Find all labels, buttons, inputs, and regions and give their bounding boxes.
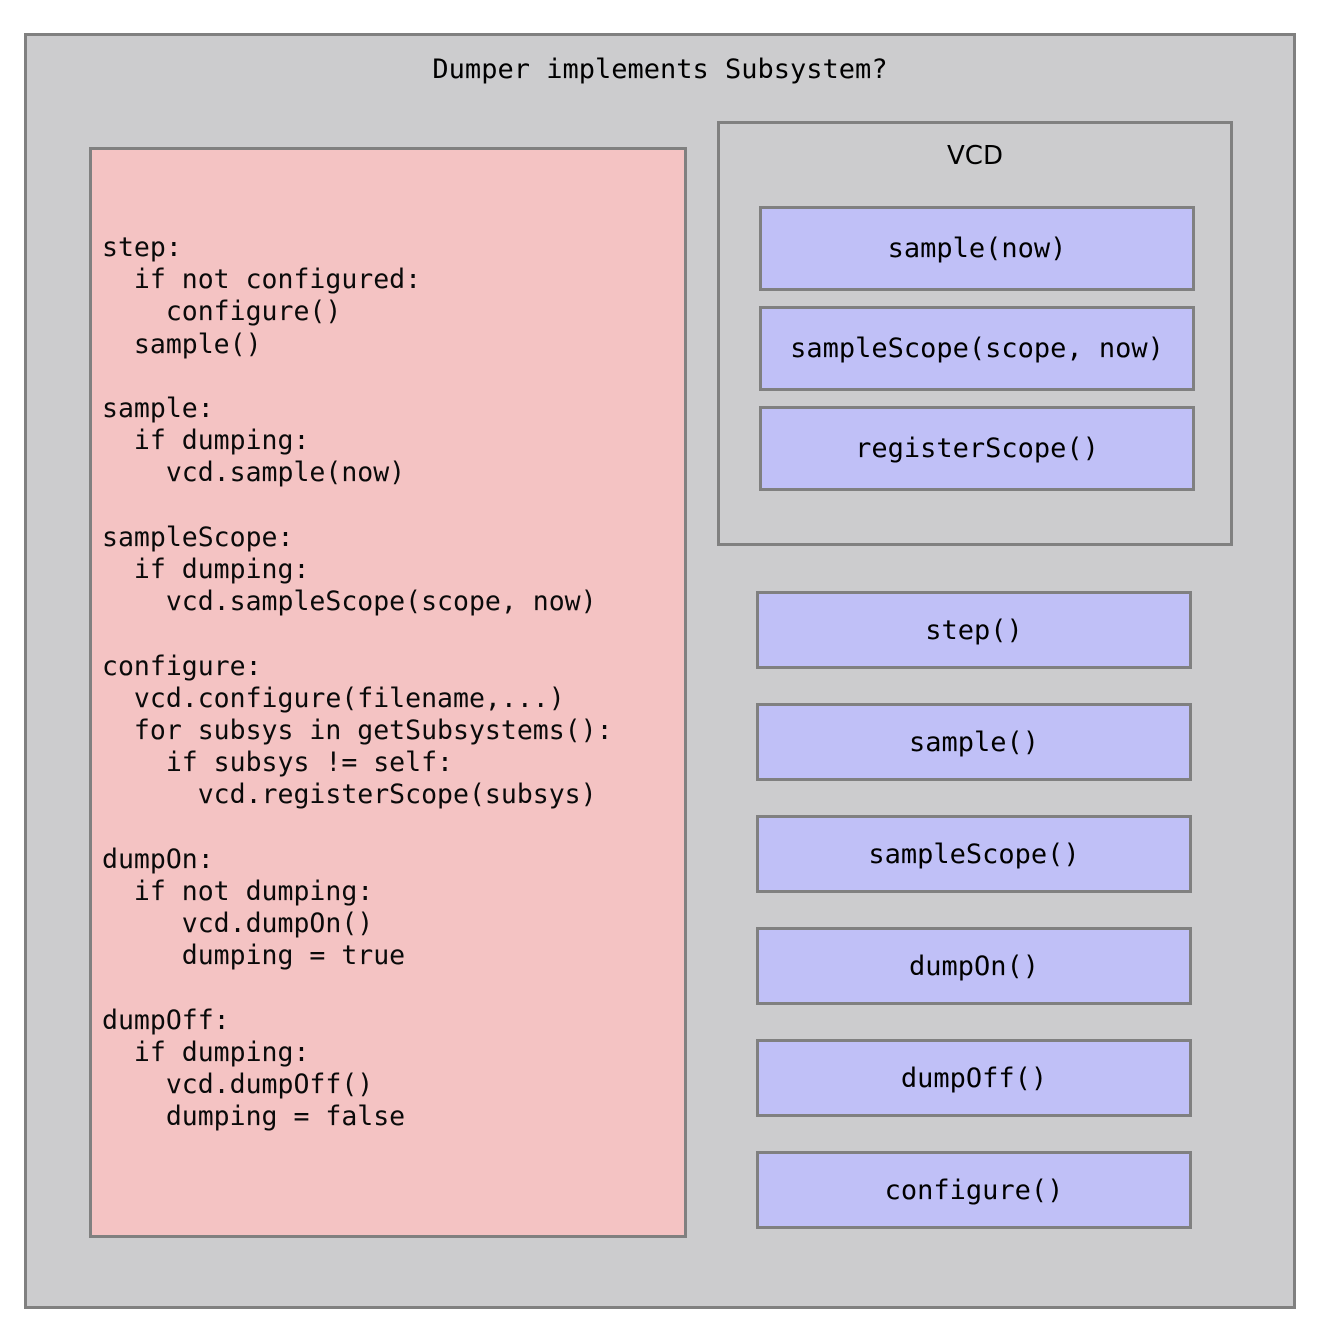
vcd-method-list: sample(now) sampleScope(scope, now) regi… xyxy=(759,206,1195,491)
dumper-method-dump-on[interactable]: dumpOn() xyxy=(756,927,1192,1005)
vcd-group-label: VCD xyxy=(947,141,1003,171)
dumper-method-sample[interactable]: sample() xyxy=(756,703,1192,781)
diagram-title: Dumper implements Subsystem? xyxy=(432,54,888,85)
dumper-method-list: step() sample() sampleScope() dumpOn() d… xyxy=(756,591,1192,1229)
vcd-method-sample[interactable]: sample(now) xyxy=(759,206,1195,291)
vcd-method-sample-scope[interactable]: sampleScope(scope, now) xyxy=(759,306,1195,391)
dumper-method-step[interactable]: step() xyxy=(756,591,1192,669)
vcd-method-register-scope[interactable]: registerScope() xyxy=(759,406,1195,491)
dumper-method-sample-scope[interactable]: sampleScope() xyxy=(756,815,1192,893)
dumper-method-configure[interactable]: configure() xyxy=(756,1151,1192,1229)
vcd-group-box: VCD sample(now) sampleScope(scope, now) … xyxy=(717,121,1233,546)
pseudo-code-panel: step: if not configured: configure() sam… xyxy=(89,147,687,1238)
diagram-container: Dumper implements Subsystem? step: if no… xyxy=(24,33,1296,1309)
dumper-method-dump-off[interactable]: dumpOff() xyxy=(756,1039,1192,1117)
pseudo-code-listing: step: if not configured: configure() sam… xyxy=(102,232,613,1133)
